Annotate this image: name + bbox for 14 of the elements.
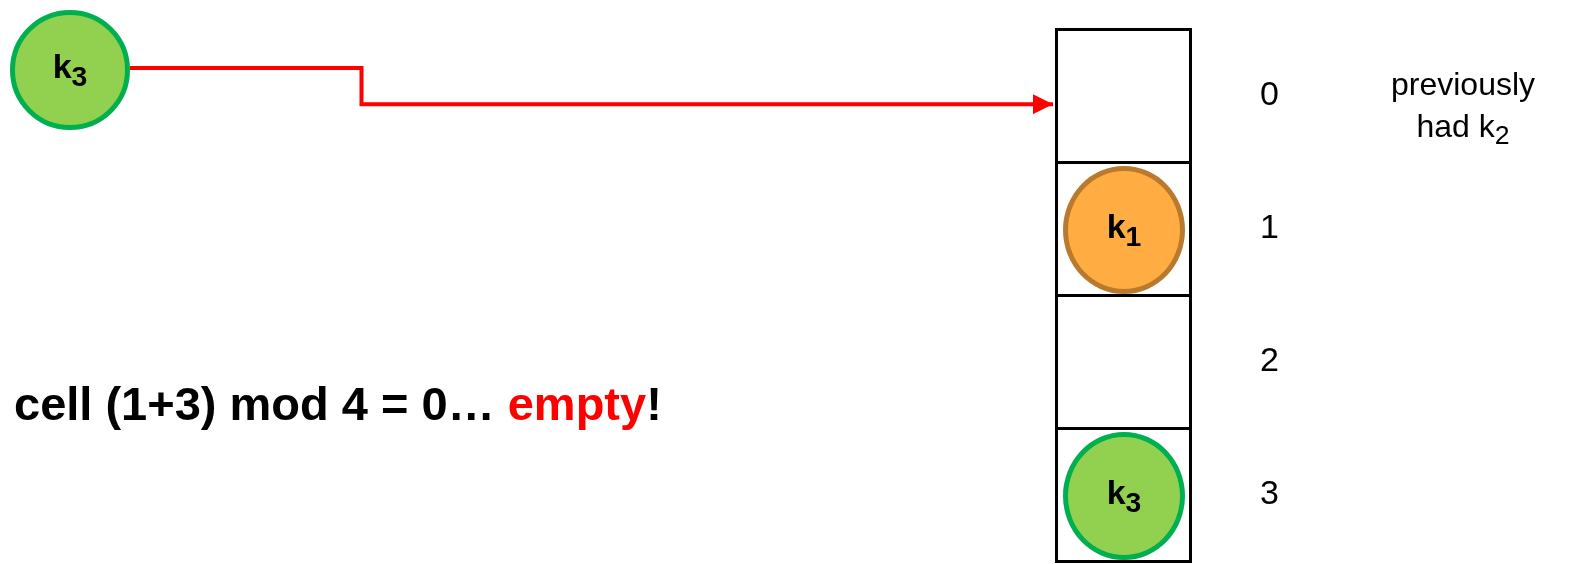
key-label: k$_{3}$ — [52, 47, 88, 93]
note-text: previously had k$_{2}$ — [1389, 65, 1537, 152]
table-slot — [1055, 294, 1192, 430]
key-label: k$_{3}$ — [1106, 473, 1142, 519]
table-slot — [1055, 161, 1192, 297]
slot-index: 2 — [1260, 340, 1279, 379]
slot-index: 0 — [1260, 74, 1279, 113]
status-text: cell (1+3) mod 4 = 0… empty! — [14, 376, 662, 431]
slot-index: 1 — [1260, 207, 1279, 246]
slot-index: 3 — [1260, 473, 1279, 512]
arrow — [130, 66, 1053, 115]
table-slot — [1055, 427, 1192, 563]
table-slot — [1055, 28, 1192, 164]
key-label: k$_{1}$ — [1106, 207, 1142, 253]
